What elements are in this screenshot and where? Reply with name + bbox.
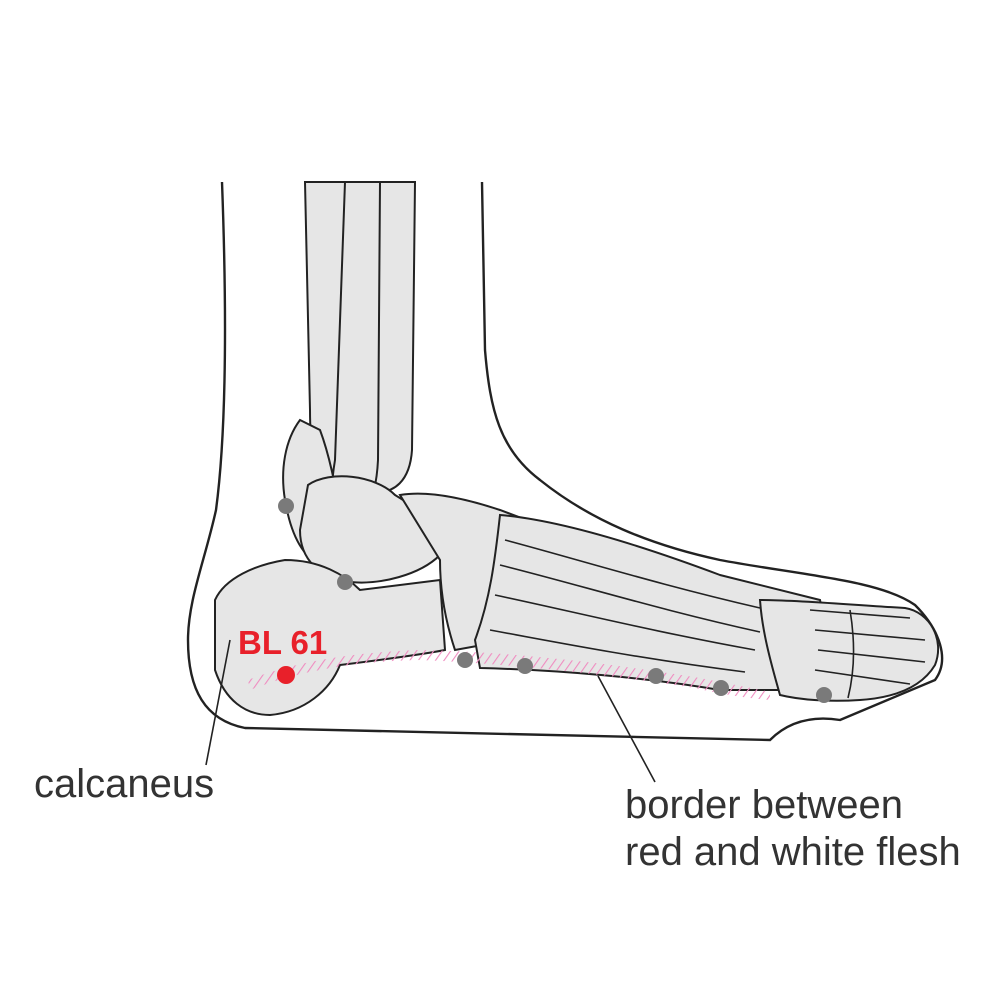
calcaneus-leader-line <box>205 639 231 766</box>
flesh-border-band <box>248 650 770 700</box>
toe-lines <box>809 609 926 699</box>
joint-marker <box>713 680 729 696</box>
flesh-border-label-line2: red and white flesh <box>625 830 961 874</box>
joint-marker <box>816 687 832 703</box>
border-leader-line <box>597 675 656 783</box>
joint-marker <box>337 574 353 590</box>
toe-bones <box>758 598 940 702</box>
joint-markers <box>278 498 832 703</box>
acupoint-marker[interactable] <box>277 666 295 684</box>
acupoint-label: BL 61 <box>238 624 328 661</box>
joint-marker <box>457 652 473 668</box>
flesh-border-label: border between red and white flesh <box>625 782 961 876</box>
skin-outline <box>186 181 944 742</box>
calcaneus-label: calcaneus <box>34 762 215 806</box>
metatarsal-lines <box>489 539 761 673</box>
flesh-border-label-line1: border between <box>625 783 903 827</box>
joint-marker <box>517 658 533 674</box>
joint-marker <box>278 498 294 514</box>
joint-marker <box>648 668 664 684</box>
